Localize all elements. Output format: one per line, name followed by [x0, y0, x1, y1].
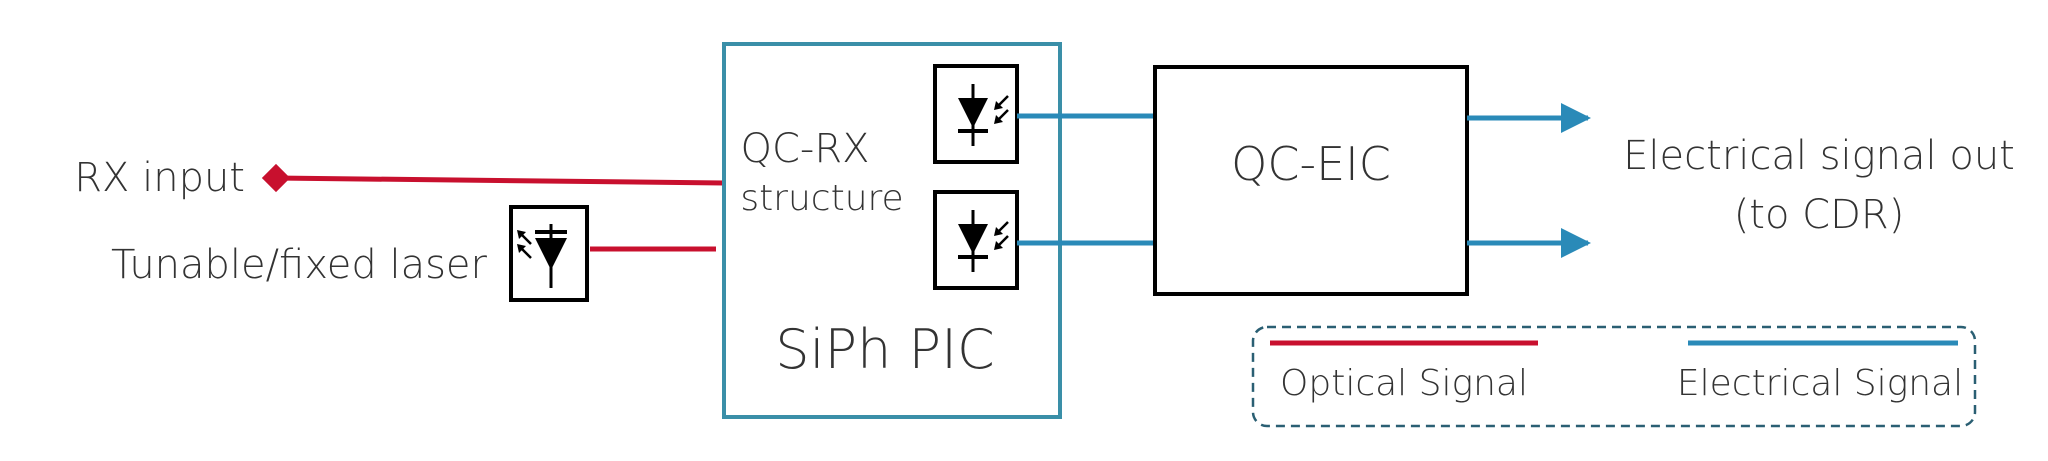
qc-rx-structure-label: structure: [740, 178, 903, 219]
laser-label: Tunable/fixed laser: [111, 242, 488, 288]
siph-pic-box: [722, 42, 1062, 419]
photodiode-icon: [933, 190, 1019, 290]
legend-box: [1251, 325, 1977, 428]
legend: Optical Signal Electrical Signal: [1251, 325, 1977, 428]
qc-eic-label: QC-EIC: [1231, 137, 1391, 191]
qc-eic-box: [1153, 65, 1469, 296]
output-label-cdr: (to CDR): [1734, 192, 1905, 238]
siph-pic-label: SiPh PIC: [775, 318, 994, 381]
laser-diode-icon: [509, 205, 589, 302]
output-label: Electrical signal out: [1623, 133, 2015, 179]
photodiode-icon: [933, 64, 1019, 164]
qc-rx-label: QC-RX: [740, 126, 869, 172]
rx-input-diamond-icon: [261, 163, 291, 193]
legend-electrical-label: Electrical Signal: [1677, 363, 1963, 404]
legend-optical-label: Optical Signal: [1280, 363, 1528, 404]
rx-input-label: RX input: [74, 155, 245, 201]
rx-input-optical-line: [274, 175, 725, 186]
